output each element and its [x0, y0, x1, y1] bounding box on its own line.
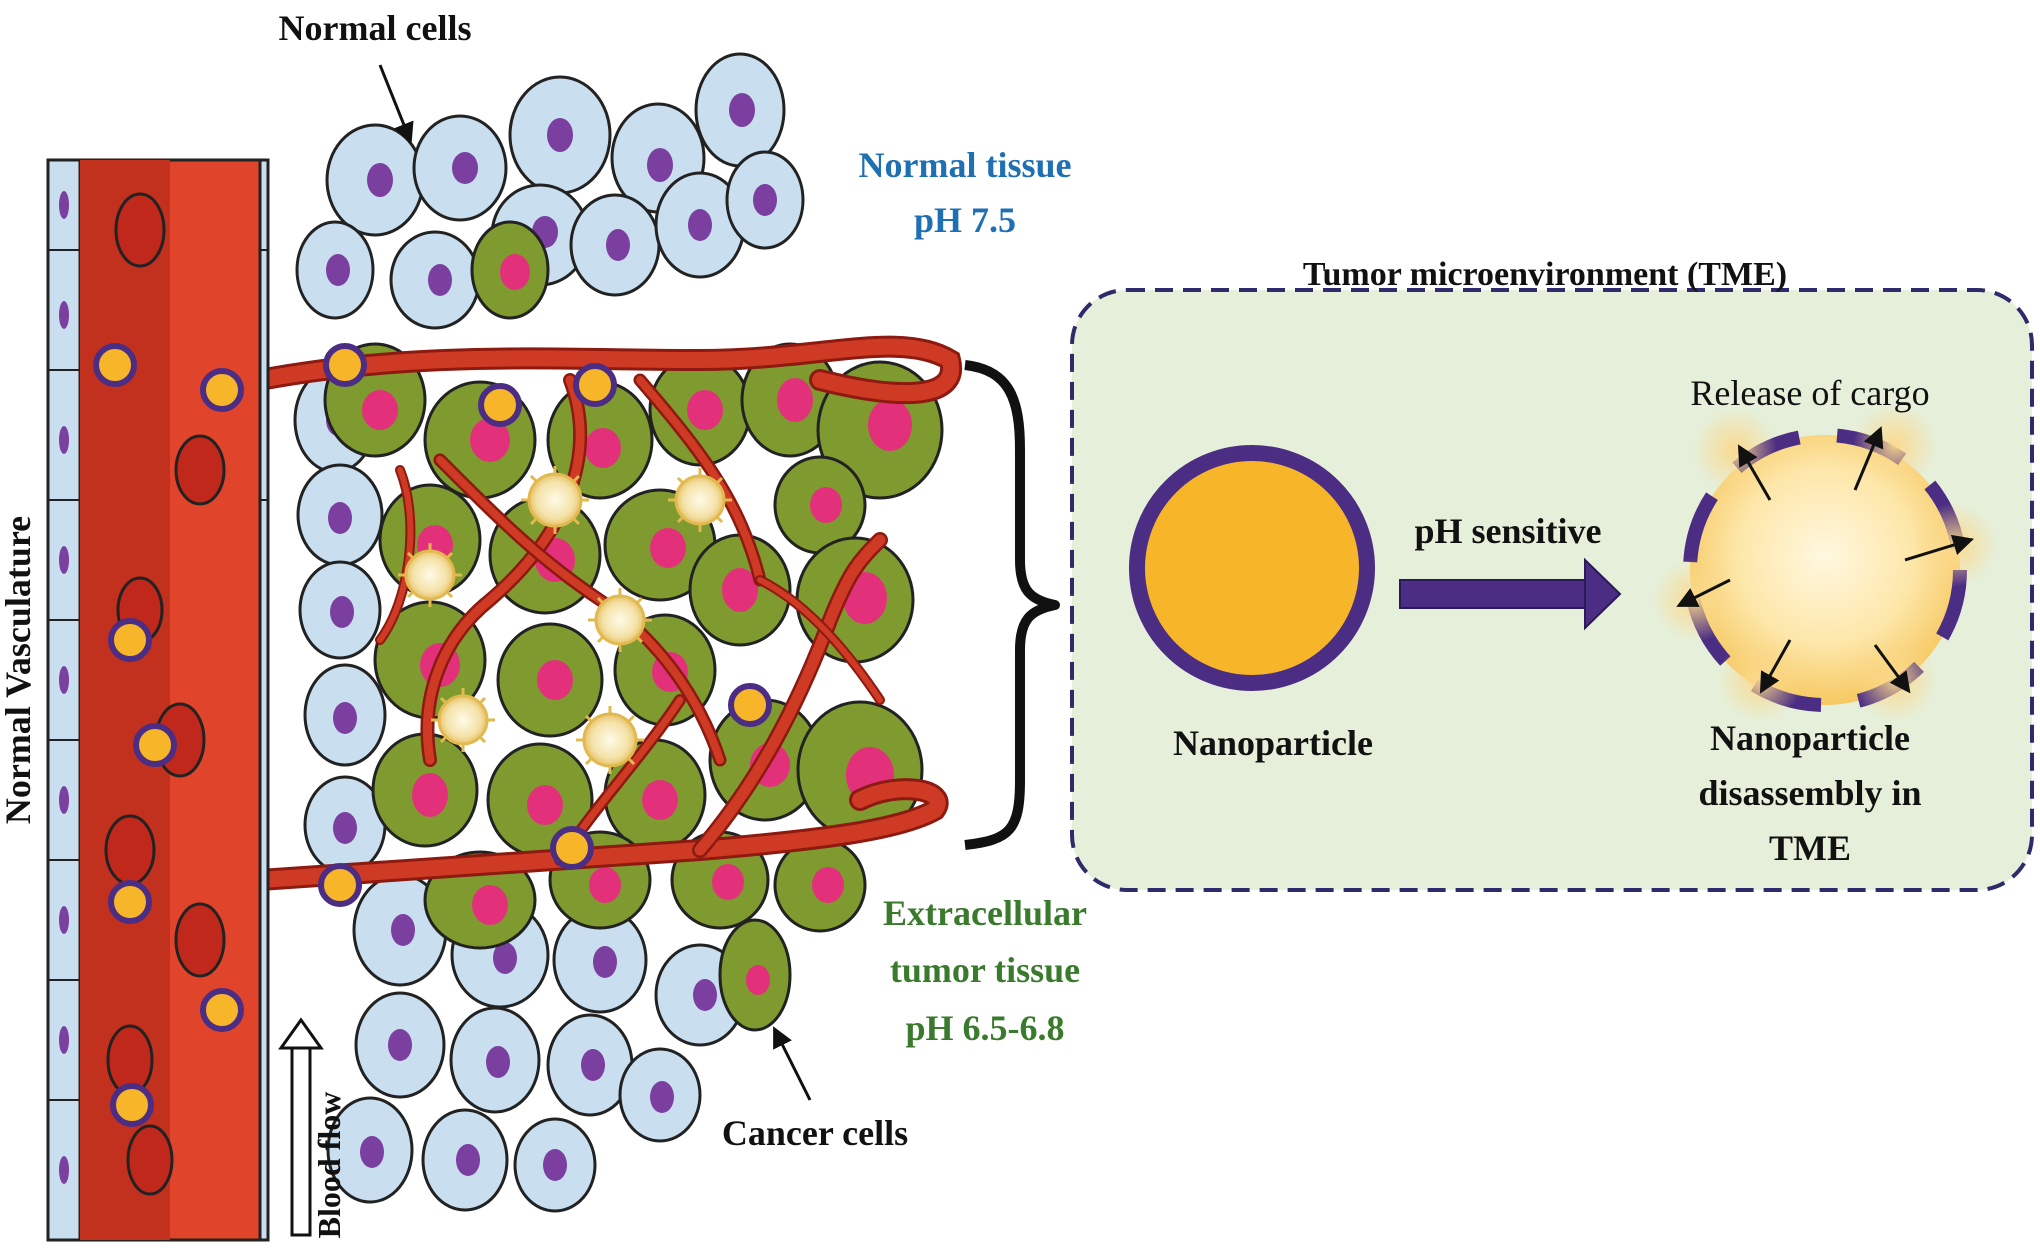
- normal-cell: [513, 1117, 597, 1213]
- cancer-cell: [773, 837, 867, 933]
- red-blood-cells: [104, 192, 226, 1196]
- disassembly-label-line3: TME: [1769, 828, 1851, 868]
- normal-cell: [389, 230, 481, 330]
- main-vessel: [46, 158, 324, 1242]
- cancer-cell: [371, 732, 479, 848]
- normal-cell: [325, 123, 425, 237]
- annotation-arrows: [378, 64, 812, 1101]
- normal-cell: [326, 1096, 414, 1204]
- ph-sensitive-label: pH sensitive: [1414, 511, 1601, 551]
- normal-cell: [354, 991, 446, 1099]
- blood-flow-arrow: [278, 1017, 324, 1237]
- nanoparticle-bursts: [398, 466, 732, 774]
- tme-title: Tumor microenvironment (TME): [1303, 256, 1787, 293]
- normal-cell: [421, 1108, 509, 1212]
- cancer-cells-pointer: [773, 1026, 812, 1101]
- normal-cell: [618, 1047, 702, 1143]
- normal-ph-label: pH 7.5: [914, 200, 1016, 240]
- normal-cell: [546, 1013, 634, 1117]
- normal-cells-label: Normal cells: [279, 8, 472, 48]
- release-label: Release of cargo: [1690, 373, 1929, 413]
- intact-nanoparticle: [1129, 445, 1375, 691]
- cancer-cell: [470, 220, 550, 320]
- normal-cell: [508, 75, 612, 195]
- disassembly-label-line1: Nanoparticle: [1710, 718, 1910, 758]
- normal-cell: [694, 52, 786, 168]
- normal-tissue-label: Normal tissue: [859, 145, 1072, 185]
- disassembly-label-line2: disassembly in: [1698, 773, 1921, 813]
- normal-cell: [449, 1006, 541, 1114]
- normal-cell: [412, 114, 508, 222]
- normal-cell: [725, 150, 805, 250]
- curly-brace: [964, 360, 1060, 850]
- extracellular-label-line1: Extracellular: [883, 893, 1087, 933]
- cancer-cell: [718, 918, 792, 1032]
- disassembled-nanoparticle: [1653, 403, 1997, 722]
- normal-cell: [303, 663, 387, 767]
- cancer-cell: [496, 622, 604, 738]
- blood-flow-label: Blood flow: [311, 1092, 347, 1239]
- ph-sensitive-arrow: [1399, 557, 1622, 631]
- normal-cell: [296, 463, 384, 567]
- normal-cell: [569, 193, 661, 297]
- normal-cell: [295, 220, 375, 320]
- extracellular-label-line3: pH 6.5-6.8: [905, 1008, 1064, 1048]
- normal-cell: [298, 560, 382, 660]
- tme-panel: [1070, 288, 2034, 892]
- extracellular-label-line2: tumor tissue: [890, 950, 1080, 990]
- cancer-cells-label: Cancer cells: [722, 1113, 908, 1153]
- nanoparticle-label: Nanoparticle: [1173, 723, 1373, 763]
- nanoparticles: [93, 343, 772, 1127]
- normal-cells-pointer: [378, 64, 414, 144]
- normal-vasculature-label: Normal Vasculature: [0, 516, 38, 824]
